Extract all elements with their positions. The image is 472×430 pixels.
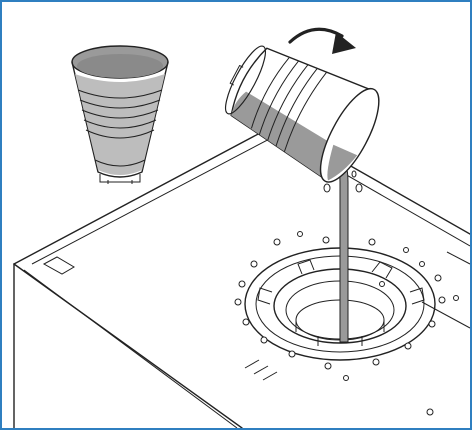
tilted-cup-icon bbox=[224, 45, 380, 183]
cup-icon bbox=[71, 45, 169, 184]
machine-body-icon bbox=[13, 123, 470, 428]
rotate-arrow-icon bbox=[288, 27, 356, 54]
